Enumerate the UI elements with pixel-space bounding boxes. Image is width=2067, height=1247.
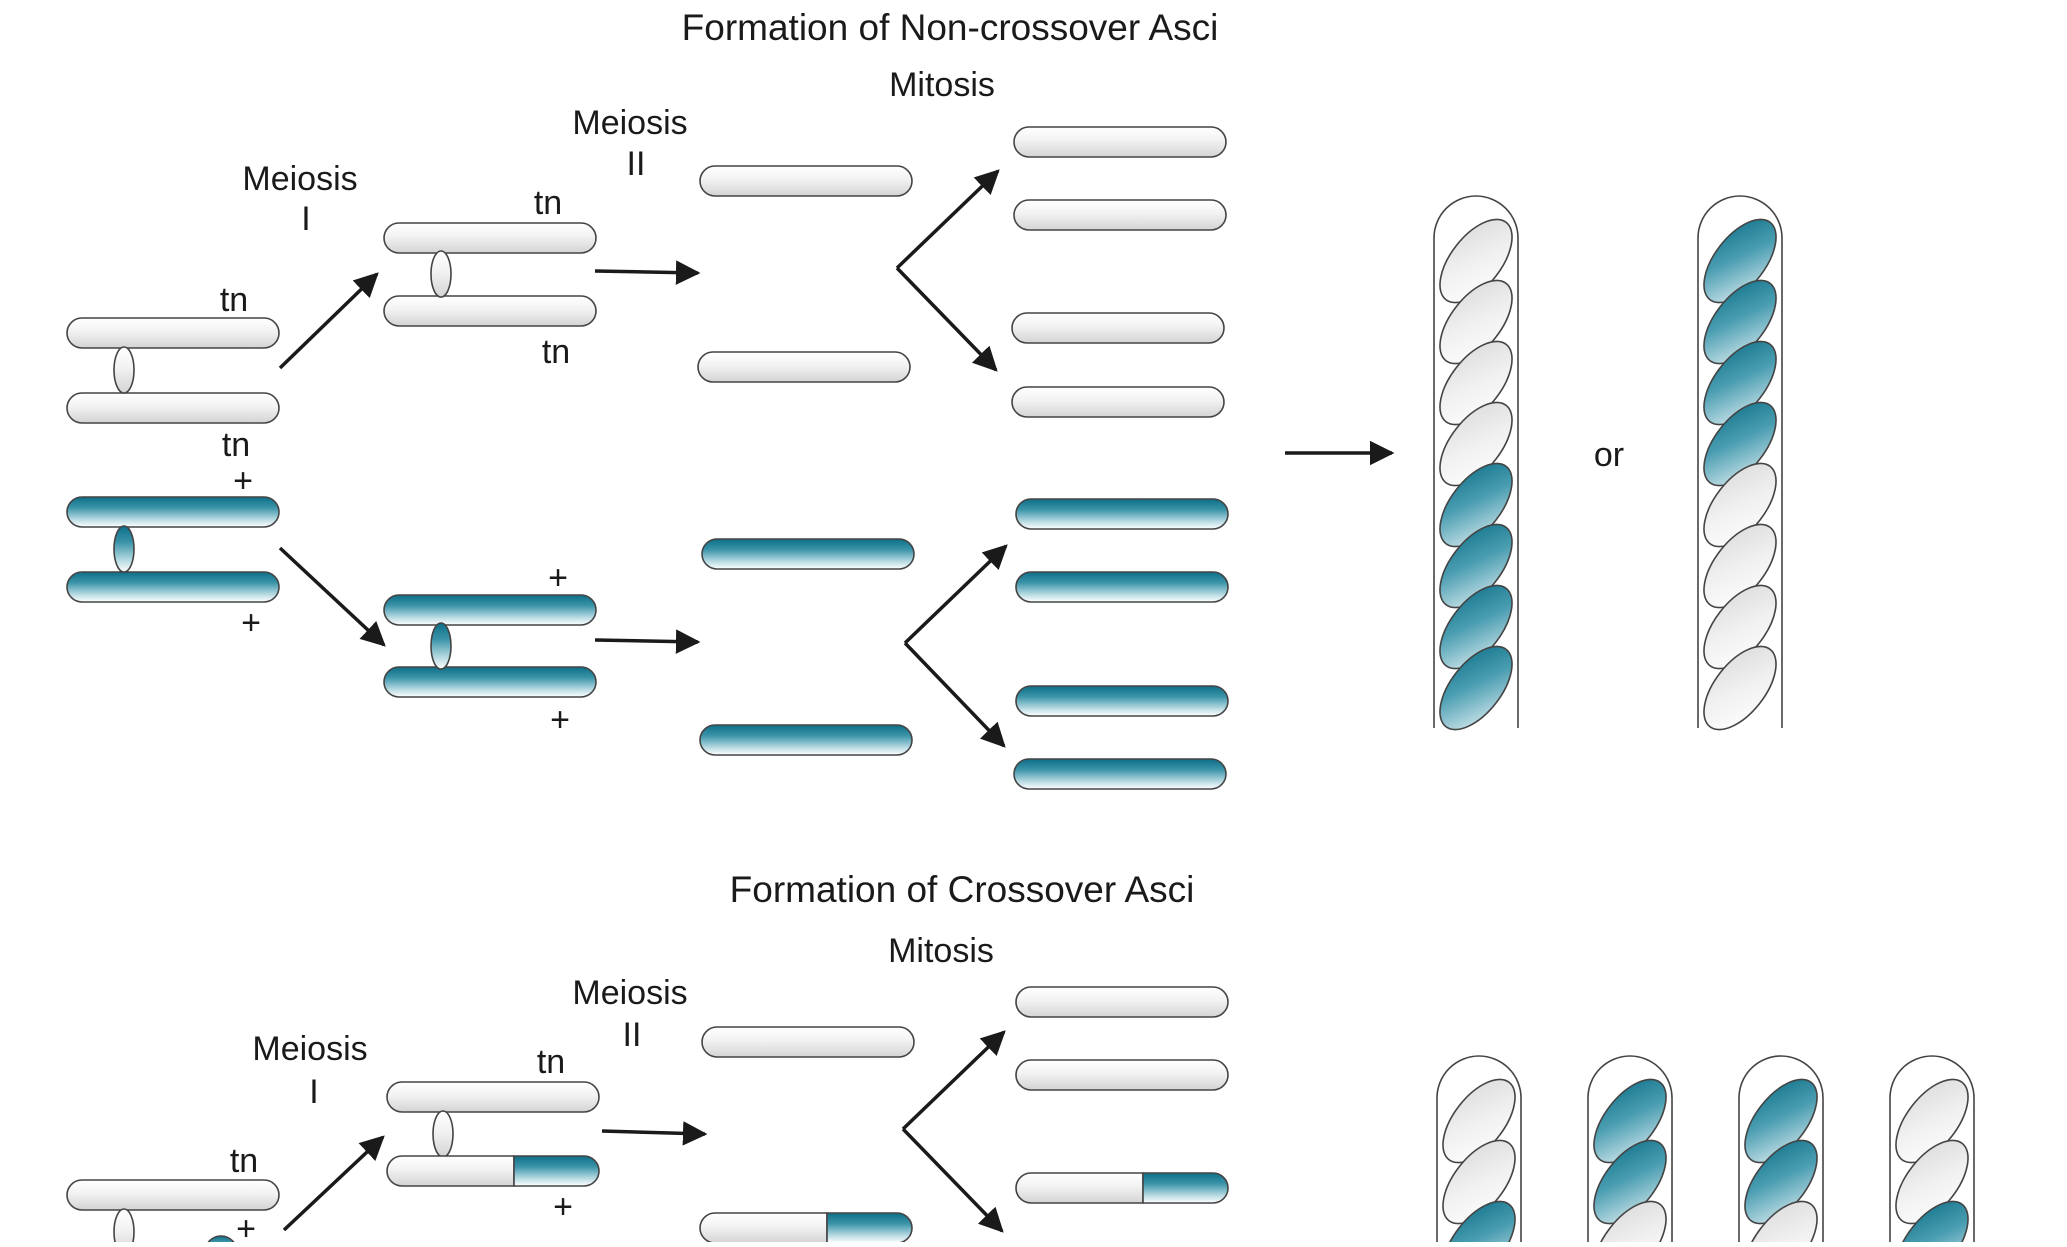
meiosis1-arrow-up [278, 272, 379, 370]
plus-label-parent-bottom: + [241, 604, 261, 642]
crossover-plus-label-dyad: + [553, 1188, 573, 1226]
ascus-wall [1889, 1055, 1975, 1247]
tn-label-parent-top: tn [220, 281, 248, 319]
tn-dyad [383, 222, 597, 327]
spore-tn [1442, 1078, 1516, 1164]
ascus-crossover-4 [1889, 1055, 1975, 1247]
crossover-title: Formation of Crossover Asci [730, 869, 1195, 910]
meiosis1-arrow-down [278, 546, 386, 647]
crossover-parent-pair [66, 1179, 280, 1247]
spore-plus [1744, 1139, 1818, 1225]
chromatid-tn [697, 351, 911, 383]
noncrossover-title: Formation of Non-crossover Asci [682, 7, 1219, 48]
noncrossover-meiosis1-label: Meiosis [242, 160, 357, 198]
crossover-plus-label-parent: + [236, 1210, 256, 1242]
crossover-chromatid-tn [701, 1026, 915, 1058]
tn-homolog-pair [66, 317, 280, 424]
product-plus [1015, 498, 1229, 530]
product-plus [1015, 571, 1229, 603]
crossover-meiosis2-label: Meiosis [572, 974, 687, 1012]
noncrossover-section: Formation of Non-crossover Asci Mitosis … [66, 7, 1783, 790]
product-tn [1013, 126, 1227, 158]
noncrossover-meiosis2-number: II [627, 145, 646, 183]
crossover-meiosis2-arrow [601, 1121, 708, 1146]
or-label: or [1594, 436, 1624, 474]
chromatid-tn [699, 165, 913, 197]
product-tn [1011, 312, 1225, 344]
crossover-tn-label-dyad: tn [537, 1043, 565, 1081]
crossover-section: Formation of Crossover Asci Mitosis Meio… [66, 869, 1975, 1247]
spore-plus [1439, 645, 1513, 731]
ascus-wall [1433, 195, 1519, 728]
spore-tn [1703, 584, 1777, 670]
tn-label-dyad-bottom: tn [542, 333, 570, 371]
ascus-wall [1436, 1055, 1522, 1247]
meiosis2-arrow-bottom [594, 629, 701, 654]
spore-plus [1744, 1078, 1818, 1164]
ascus-noncrossover-1 [1433, 195, 1519, 731]
ascus-noncrossover-2 [1697, 195, 1783, 731]
ascus-wall [1738, 1055, 1824, 1247]
ascus-crossover-2 [1587, 1055, 1673, 1247]
crossover-product-recombinant [1015, 1172, 1229, 1204]
plus-dyad [383, 594, 597, 698]
crossover-meiosis1-label: Meiosis [252, 1030, 367, 1068]
meiosis2-arrow-top [594, 260, 701, 285]
chromatid-plus [701, 538, 915, 570]
spore-tn [1439, 340, 1513, 426]
crossover-chromatid-recombinant [699, 1212, 913, 1244]
crossover-dyad [386, 1081, 600, 1187]
noncrossover-meiosis1-number: I [301, 200, 310, 238]
spore-tn [1703, 523, 1777, 609]
spore-tn [1895, 1078, 1969, 1164]
product-plus [1013, 758, 1227, 790]
product-tn [1013, 199, 1227, 231]
mitosis-arrows-bottom [903, 544, 1008, 748]
plus-homolog-pair [66, 496, 280, 603]
crossover-product-tn [1015, 1059, 1229, 1091]
spore-plus [1703, 340, 1777, 426]
spore-tn [1439, 401, 1513, 487]
spore-tn [1895, 1139, 1969, 1225]
noncrossover-mitosis-label: Mitosis [889, 66, 995, 104]
crossover-meiosis2-number: II [623, 1016, 642, 1054]
tn-label-parent-bottom: tn [222, 426, 250, 464]
spore-plus [1593, 1078, 1667, 1164]
spore-plus [1439, 462, 1513, 548]
spore-plus [1703, 401, 1777, 487]
plus-label-parent-top: + [233, 462, 253, 500]
spore-tn [1703, 462, 1777, 548]
spore-plus [1703, 218, 1777, 304]
spore-tn [1439, 218, 1513, 304]
crossover-meiosis1-number: I [309, 1073, 318, 1111]
ascus-wall [1697, 195, 1783, 728]
ascus-wall [1587, 1055, 1673, 1247]
plus-label-dyad-top: + [548, 559, 568, 597]
spore-tn [1439, 279, 1513, 365]
chromatid-plus [699, 724, 913, 756]
product-tn [1011, 386, 1225, 418]
spore-plus [1593, 1139, 1667, 1225]
ascus-crossover-3 [1738, 1055, 1824, 1247]
spore-plus [1703, 279, 1777, 365]
spore-plus [1439, 523, 1513, 609]
noncrossover-meiosis2-label: Meiosis [572, 104, 687, 142]
spore-plus [1439, 584, 1513, 670]
crossover-mitosis-arrows [901, 1030, 1006, 1233]
plus-label-dyad-bottom: + [550, 701, 570, 739]
crossover-tn-label-parent: tn [230, 1142, 258, 1180]
spore-tn [1442, 1139, 1516, 1225]
spore-tn [1703, 645, 1777, 731]
product-plus [1015, 685, 1229, 717]
tn-label-dyad-top: tn [534, 184, 562, 222]
crossover-meiosis1-arrow [282, 1135, 385, 1232]
mitosis-arrows-top [895, 169, 1000, 372]
crossover-mitosis-label: Mitosis [888, 932, 994, 970]
ascus-crossover-1 [1436, 1055, 1522, 1247]
crossover-product-tn [1015, 986, 1229, 1018]
